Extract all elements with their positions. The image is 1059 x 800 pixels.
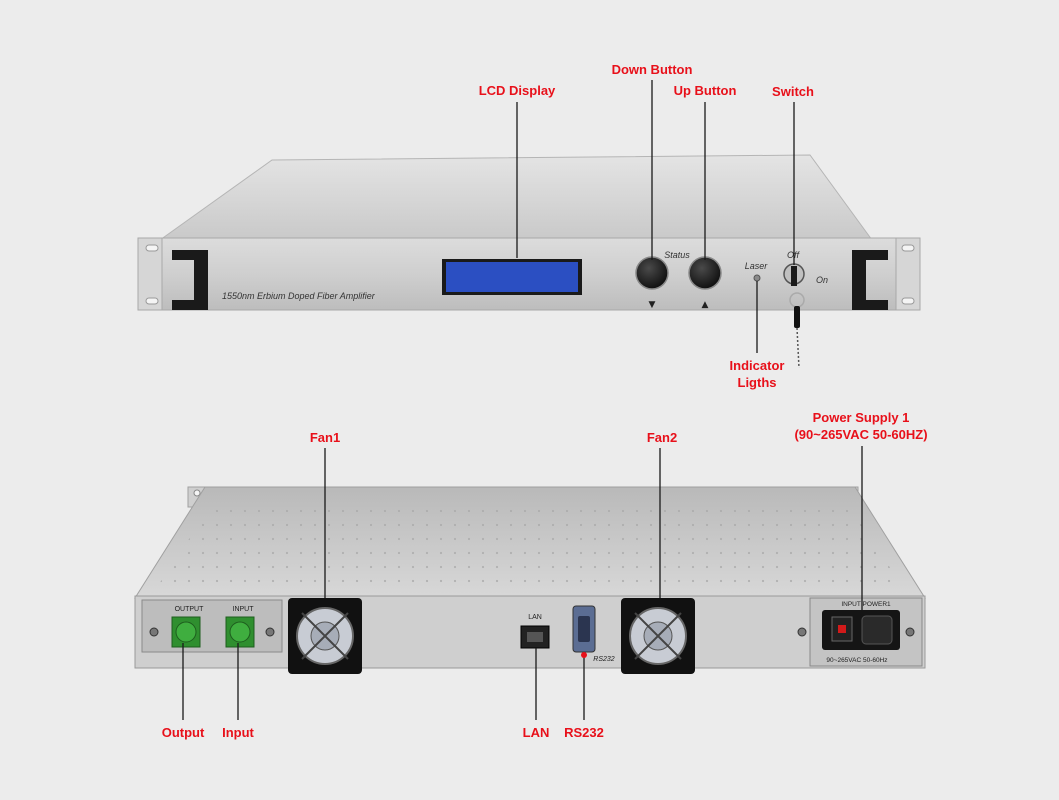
fan2-grill: [634, 612, 682, 660]
rs232-leader-dot: [581, 652, 587, 658]
key-chain-icon: [796, 327, 800, 369]
output-callout: Output: [161, 725, 205, 740]
screw: [265, 627, 275, 637]
callout-lines: [182, 80, 863, 720]
up-button-callout: Up Button: [673, 83, 737, 98]
power-supply-callout: Power Supply 1 (90~265VAC 50-60HZ): [781, 409, 941, 443]
rack-slot: [145, 244, 159, 252]
power-rating-label: 90~265VAC 50-60Hz: [826, 657, 887, 664]
rs232-callout: RS232: [564, 725, 604, 740]
indicator-callout-line2: Ligths: [737, 375, 777, 390]
lan-port-label: LAN: [528, 614, 542, 621]
power-label: INPUT POWER1: [841, 601, 891, 608]
indicator-callout-line1: Indicator: [729, 358, 785, 373]
power-rocker-indicator: [838, 625, 846, 633]
key-icon: [791, 266, 797, 286]
down-button-callout: Down Button: [611, 62, 693, 77]
iec-socket: [861, 615, 893, 645]
down-arrow-icon: ▼: [649, 300, 656, 310]
down-button[interactable]: [635, 256, 669, 290]
screw: [797, 627, 807, 637]
front-chassis-top: [158, 154, 873, 241]
front-panel: 1550nm Erbium Doped Fiber Amplifier Stat…: [137, 154, 921, 369]
rs232-port-label: RS232: [593, 656, 615, 663]
up-arrow-icon: ▲: [702, 300, 709, 310]
input-callout: Input: [222, 725, 254, 740]
rs232-port-pins: [578, 616, 590, 642]
status-label: Status: [664, 250, 690, 260]
lcd-screen: [446, 262, 578, 292]
on-label: On: [816, 275, 828, 285]
callout-dots: [581, 652, 587, 658]
rear-vent-pattern: [155, 500, 905, 590]
left-handle[interactable]: [172, 250, 208, 310]
laser-indicator-led: [753, 274, 761, 282]
key-tag-icon: [794, 306, 800, 328]
right-handle[interactable]: [852, 250, 888, 310]
fan2-callout: Fan2: [646, 430, 678, 445]
rack-slot: [901, 244, 915, 252]
lan-port-jack: [527, 632, 543, 642]
lan-callout: LAN: [522, 725, 550, 740]
rack-hole: [193, 489, 201, 497]
rack-slot: [901, 297, 915, 305]
indicator-lights-callout: Indicator Ligths: [717, 357, 797, 391]
output-port-label: OUTPUT: [175, 606, 205, 613]
fan1-callout: Fan1: [309, 430, 341, 445]
up-button[interactable]: [688, 256, 722, 290]
output-port-connector: [175, 621, 197, 643]
lcd-display-callout: LCD Display: [478, 83, 556, 98]
laser-label: Laser: [745, 261, 769, 271]
screw: [905, 627, 915, 637]
screw: [149, 627, 159, 637]
rack-slot: [145, 297, 159, 305]
switch-callout: Switch: [772, 84, 814, 99]
optical-port-plate: [141, 599, 283, 653]
power-supply-callout-line2: (90~265VAC 50-60HZ): [794, 427, 928, 442]
fan1-grill: [301, 612, 349, 660]
model-label: 1550nm Erbium Doped Fiber Amplifier: [222, 291, 376, 301]
rear-panel: OUTPUT INPUT LAN RS232 INPUT POWER1: [134, 486, 926, 674]
input-port-label: INPUT: [233, 606, 255, 613]
input-port-connector: [229, 621, 251, 643]
power-supply-callout-line1: Power Supply 1: [812, 410, 910, 425]
